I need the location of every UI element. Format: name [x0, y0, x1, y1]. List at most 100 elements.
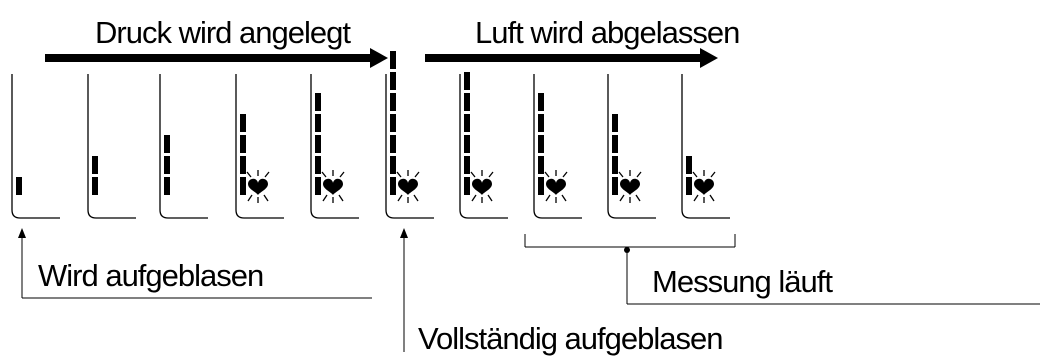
display-frame	[533, 74, 582, 219]
pressure-bar-segment	[390, 177, 396, 195]
pressure-bar-segment	[390, 114, 396, 132]
display-frame	[159, 74, 208, 219]
pressure-bar-segment	[464, 72, 470, 90]
pulse-ray	[338, 194, 344, 202]
display-frame	[87, 74, 136, 219]
air-released-arrow	[425, 48, 718, 68]
pulse-ray	[339, 171, 345, 178]
pressure-bar-segment	[315, 135, 321, 153]
pressure-bar-segment	[315, 114, 321, 132]
pressure-bar-segment	[315, 93, 321, 111]
display-frame	[681, 74, 730, 219]
display-frame	[310, 74, 359, 219]
heart-icon	[618, 170, 642, 203]
pressure-bar-segment	[612, 135, 618, 153]
pressure-bar-segment	[240, 177, 246, 195]
pressure-applied-label: Druck wird angelegt	[95, 15, 351, 50]
pressure-bar-segment	[240, 156, 246, 174]
pressure-bar-segment	[240, 135, 246, 153]
pulse-ray	[247, 194, 253, 202]
frame-outline	[87, 74, 136, 219]
pressure-bar-segment	[686, 177, 692, 195]
frame-outline	[310, 74, 359, 219]
display-frame	[235, 74, 284, 219]
pulse-ray	[470, 171, 476, 178]
pulse-ray	[263, 194, 269, 202]
pressure-bar-segment	[612, 177, 618, 195]
heart-icon	[246, 170, 270, 203]
pulse-ray	[545, 194, 551, 202]
pressure-bar-segment	[686, 156, 692, 174]
pressure-bar-segment	[538, 93, 544, 111]
pressure-bar-segment	[464, 177, 470, 195]
pressure-bar-segment	[612, 156, 618, 174]
pulse-ray	[562, 171, 568, 178]
heart-shape	[472, 178, 492, 195]
frame-outline	[607, 74, 656, 219]
frame-outline	[235, 74, 284, 219]
heart-shape	[248, 178, 268, 195]
pressure-bar-segment	[390, 72, 396, 90]
display-frames	[11, 51, 730, 219]
pressure-bar-segment	[464, 93, 470, 111]
fully-inflated-callout	[400, 228, 408, 352]
frame-outline	[681, 74, 730, 219]
pulse-ray	[692, 171, 698, 178]
pressure-bar-segment	[315, 177, 321, 195]
heart-shape	[546, 178, 566, 195]
pulse-ray	[709, 194, 715, 202]
pulse-ray	[413, 194, 419, 202]
frame-outline	[533, 74, 582, 219]
pulse-ray	[246, 171, 252, 178]
pulse-ray	[414, 171, 420, 178]
heart-icon	[470, 170, 494, 203]
pulse-ray	[561, 194, 567, 202]
pressure-bar-segment	[92, 177, 98, 195]
pulse-ray	[321, 171, 327, 178]
pulse-ray	[488, 171, 494, 178]
pressure-bar-segment	[612, 114, 618, 132]
pulse-ray	[487, 194, 493, 202]
pulse-ray	[619, 194, 625, 202]
pressure-bar-segment	[538, 156, 544, 174]
frame-outline	[385, 74, 434, 219]
pressure-bar-segment	[315, 156, 321, 174]
pressure-bar-segment	[164, 156, 170, 174]
pulse-ray	[710, 171, 716, 178]
heart-shape	[694, 178, 714, 195]
pulse-ray	[264, 171, 270, 178]
pressure-bar-segment	[164, 177, 170, 195]
heart-shape	[620, 178, 640, 195]
pressure-bar-segment	[16, 177, 22, 195]
pressure-bar-segment	[240, 114, 246, 132]
display-frame	[11, 74, 60, 219]
air-released-label: Luft wird abgelassen	[475, 15, 739, 50]
heart-icon	[396, 170, 420, 203]
display-frame	[607, 74, 656, 219]
pressure-bar-segment	[390, 135, 396, 153]
heart-shape	[323, 178, 343, 195]
frame-outline	[159, 74, 208, 219]
pressure-bar-segment	[464, 135, 470, 153]
measuring-bracket	[524, 234, 1040, 305]
frame-outline	[11, 74, 60, 219]
pressure-bar-segment	[390, 51, 396, 69]
pressure-bar-segment	[92, 156, 98, 174]
pressure-bar-segment	[390, 156, 396, 174]
pulse-ray	[471, 194, 477, 202]
pressure-bar-segment	[538, 177, 544, 195]
fully-inflated-label: Vollständig aufgeblasen	[418, 321, 722, 356]
heart-icon	[321, 170, 345, 203]
frame-outline	[459, 74, 508, 219]
inflating-callout	[18, 228, 372, 299]
pulse-ray	[635, 194, 641, 202]
pulse-ray	[396, 171, 402, 178]
pressure-bar-segment	[538, 114, 544, 132]
display-frame	[459, 72, 508, 219]
pressure-bar-segment	[464, 114, 470, 132]
pulse-ray	[618, 171, 624, 178]
pulse-ray	[544, 171, 550, 178]
display-frame	[385, 51, 434, 219]
measuring-label: Messung läuft	[652, 264, 833, 299]
